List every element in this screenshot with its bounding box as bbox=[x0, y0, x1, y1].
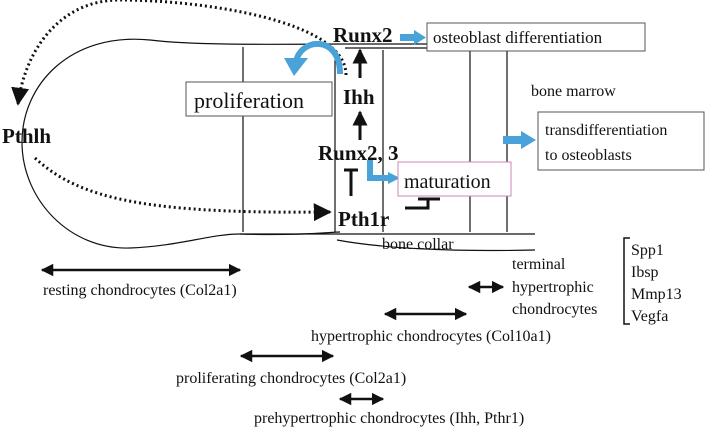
transdifferentiation-box bbox=[537, 111, 705, 171]
maturation-box bbox=[397, 161, 512, 197]
label-bone-collar: bone collar bbox=[382, 236, 454, 253]
bone-outline bbox=[21, 38, 536, 252]
zone-label-terminal-3: chondrocytes bbox=[512, 301, 597, 318]
proliferation-box bbox=[185, 81, 333, 117]
label-maturation: maturation bbox=[404, 171, 491, 193]
inhibit-pth1r-to-maturation bbox=[405, 197, 440, 210]
label-osteoblast-differentiation: osteoblast differentiation bbox=[433, 28, 603, 47]
label-to-osteoblasts: to osteoblasts bbox=[545, 147, 632, 164]
blue-arrow-transdifferentiation bbox=[503, 131, 536, 149]
osteoblast-differentiation-box bbox=[426, 22, 646, 52]
blue-arrow-osteoblast bbox=[400, 30, 426, 45]
blue-curved-arrow bbox=[293, 40, 343, 75]
label-runx23: Runx2, 3 bbox=[318, 141, 399, 165]
marker-mmp13: Mmp13 bbox=[631, 286, 682, 303]
label-bone-marrow: bone marrow bbox=[531, 83, 616, 100]
blue-arrow-maturation bbox=[367, 160, 400, 184]
zone-label-terminal-1: terminal bbox=[512, 256, 566, 273]
zone-label-terminal-2: hypertrophic bbox=[512, 279, 594, 296]
blue-curved-arrowhead bbox=[284, 58, 308, 76]
zone-label-proliferating: proliferating chondrocytes (Col2a1) bbox=[176, 370, 406, 387]
zone-label-hypertrophic: hypertrophic chondrocytes (Col10a1) bbox=[311, 328, 551, 345]
dotted-arrow-runx2-to-pthlh bbox=[11, 0, 348, 106]
marker-ibsp: Ibsp bbox=[631, 264, 659, 281]
zone-label-prehypertrophic: prehypertrophic chondrocytes (Ihh, Pthr1… bbox=[254, 410, 524, 427]
label-transdifferentiation: transdifferentiation bbox=[545, 122, 667, 139]
label-proliferation: proliferation bbox=[194, 88, 304, 113]
label-runx2: Runx2 bbox=[333, 23, 393, 47]
label-ihh: Ihh bbox=[343, 85, 375, 109]
inhibit-pth1r-to-runx23 bbox=[344, 168, 358, 196]
dotted-arrow-pthlh-to-pth1r bbox=[33, 156, 332, 222]
marker-bracket bbox=[623, 237, 630, 325]
zone-label-resting: resting chondrocytes (Col2a1) bbox=[43, 282, 237, 299]
label-pth1r: Pth1r bbox=[338, 207, 389, 231]
label-pthlh: Pthlh bbox=[2, 124, 51, 148]
marker-spp1: Spp1 bbox=[631, 242, 664, 259]
marker-vegfa: Vegfa bbox=[631, 308, 668, 325]
